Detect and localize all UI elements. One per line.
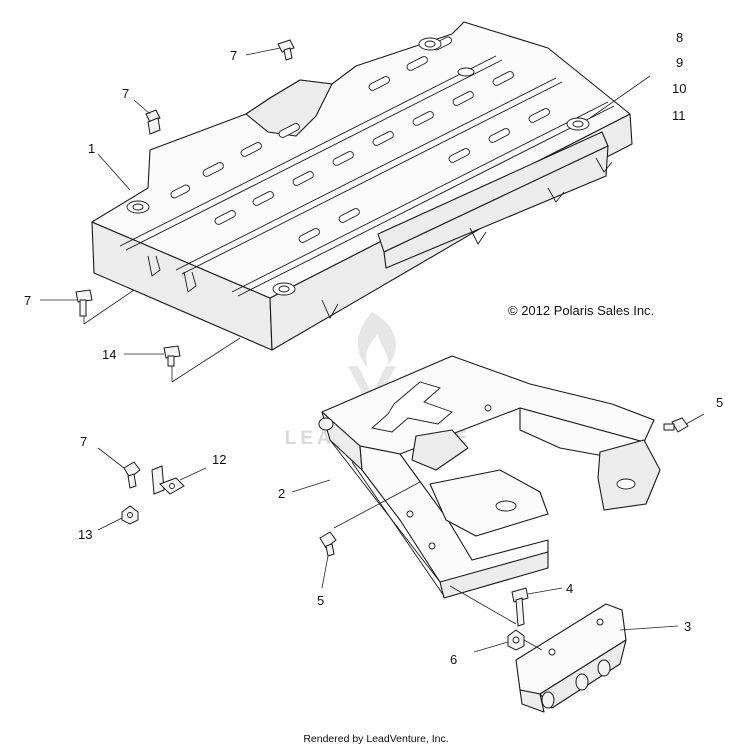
callout-3: 3 <box>684 619 691 634</box>
cargo-floor-part-1[interactable] <box>91 21 633 351</box>
fastener-part-7-lower[interactable] <box>123 461 141 489</box>
callout-13: 13 <box>78 527 92 542</box>
callout-9: 9 <box>676 55 683 70</box>
callout-5-left: 5 <box>317 593 324 608</box>
fastener-part-5-right[interactable] <box>663 417 689 433</box>
copyright-notice: © 2012 Polaris Sales Inc. <box>508 303 654 318</box>
bolt-part-7-left[interactable] <box>75 289 93 317</box>
callout-10: 10 <box>672 81 686 96</box>
callout-4: 4 <box>566 581 573 596</box>
callout-14: 14 <box>102 347 116 362</box>
bolt-part-14[interactable] <box>163 345 181 367</box>
bolt-part-4[interactable] <box>511 587 529 627</box>
callout-6: 6 <box>450 652 457 667</box>
callout-7-lower: 7 <box>80 434 87 449</box>
callout-7-top: 7 <box>230 48 237 63</box>
nut-part-6[interactable] <box>507 629 525 651</box>
callout-1: 1 <box>88 141 95 156</box>
footer-credit: Rendered by LeadVenture, Inc. <box>303 733 448 745</box>
callout-8: 8 <box>676 30 683 45</box>
fastener-part-5-left[interactable] <box>319 531 337 557</box>
callout-2: 2 <box>278 486 285 501</box>
bracket-part-12[interactable] <box>151 465 185 495</box>
callout-11: 11 <box>672 108 686 123</box>
fastener-part-7-top[interactable] <box>277 39 295 61</box>
skid-bracket-part-3[interactable] <box>515 603 627 713</box>
fastener-part-7-upper-left[interactable] <box>145 109 161 135</box>
leader-lines <box>40 47 705 653</box>
callout-7-left: 7 <box>24 293 31 308</box>
callout-12: 12 <box>212 452 226 467</box>
callout-labels: 1 2 3 4 5 5 6 7 7 7 7 8 9 10 11 12 13 14 <box>24 30 723 667</box>
nut-part-13[interactable] <box>121 505 139 525</box>
callout-7-upper-left: 7 <box>122 86 129 101</box>
callout-5-right: 5 <box>716 395 723 410</box>
subframe-part-2[interactable] <box>318 355 661 599</box>
